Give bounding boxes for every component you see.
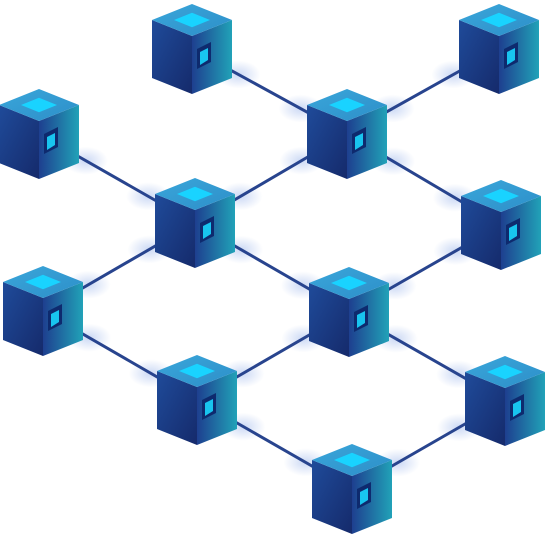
cube-left-face bbox=[465, 372, 505, 446]
cube-port-icon bbox=[47, 133, 55, 150]
block-cube bbox=[3, 266, 83, 356]
block-cube bbox=[157, 355, 237, 445]
cube-top-window bbox=[481, 12, 517, 28]
cube-port-icon bbox=[203, 222, 211, 239]
block-cube bbox=[312, 444, 392, 534]
cube-right-face bbox=[195, 194, 235, 268]
cube-left-face bbox=[307, 105, 347, 179]
cube-left-face bbox=[309, 283, 349, 357]
cube-port-icon bbox=[51, 310, 59, 327]
cube-right-face bbox=[347, 105, 387, 179]
cube-top-window bbox=[21, 97, 57, 113]
cube-right-face bbox=[349, 283, 389, 357]
cube-left-face bbox=[0, 105, 39, 179]
cube-left-face bbox=[157, 371, 197, 445]
cube-top-window bbox=[483, 188, 519, 204]
cube-port-icon bbox=[360, 488, 368, 505]
cube-top-window bbox=[25, 274, 61, 290]
block-cube bbox=[152, 4, 232, 94]
cube-right-face bbox=[501, 196, 541, 270]
cube-port-icon bbox=[200, 48, 208, 65]
block-cubes bbox=[0, 4, 545, 534]
cube-right-face bbox=[197, 371, 237, 445]
block-cube bbox=[0, 89, 79, 179]
cube-left-face bbox=[3, 282, 43, 356]
cube-top-window bbox=[174, 12, 210, 28]
cube-left-face bbox=[312, 460, 352, 534]
cube-left-face bbox=[459, 20, 499, 94]
cube-top-window bbox=[331, 275, 367, 291]
cube-right-face bbox=[499, 20, 539, 94]
cube-port-icon bbox=[513, 400, 521, 417]
network-links bbox=[37, 47, 507, 491]
cube-right-face bbox=[192, 20, 232, 94]
cube-right-face bbox=[352, 460, 392, 534]
block-cube bbox=[459, 4, 539, 94]
cube-right-face bbox=[43, 282, 83, 356]
cube-port-icon bbox=[507, 48, 515, 65]
block-cube bbox=[307, 89, 387, 179]
cube-top-window bbox=[329, 97, 365, 113]
cube-port-icon bbox=[357, 311, 365, 328]
cube-left-face bbox=[461, 196, 501, 270]
block-cube bbox=[465, 356, 545, 446]
cube-port-icon bbox=[509, 224, 517, 241]
block-cube bbox=[309, 267, 389, 357]
cube-left-face bbox=[152, 20, 192, 94]
block-cube bbox=[461, 180, 541, 270]
block-cube bbox=[155, 178, 235, 268]
cube-port-icon bbox=[355, 133, 363, 150]
cube-left-face bbox=[155, 194, 195, 268]
cube-top-window bbox=[179, 363, 215, 379]
cube-right-face bbox=[39, 105, 79, 179]
cube-right-face bbox=[505, 372, 545, 446]
cube-top-window bbox=[177, 186, 213, 202]
cube-port-icon bbox=[205, 399, 213, 416]
cube-top-window bbox=[334, 452, 370, 468]
cube-top-window bbox=[487, 364, 523, 380]
